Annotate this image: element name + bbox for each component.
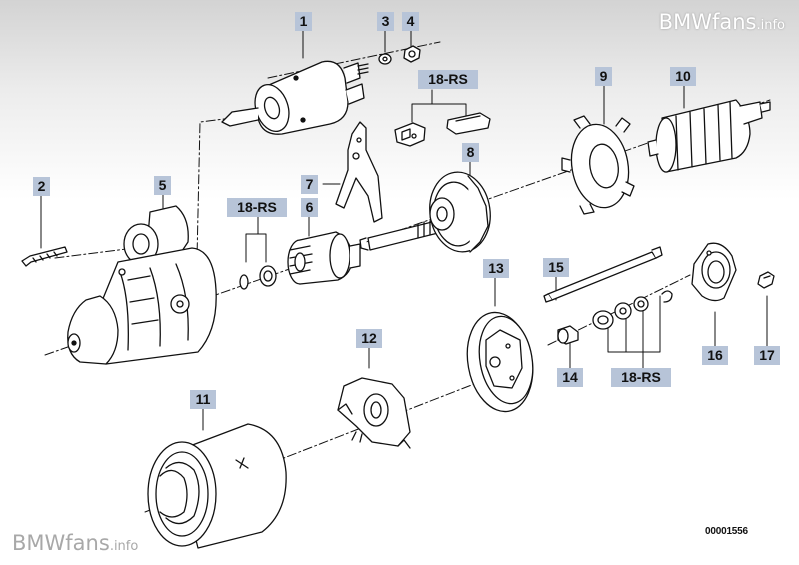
bolt-part [21, 246, 68, 267]
cap-part [691, 242, 737, 302]
callout-6: 6 [301, 198, 318, 217]
callout-10: 10 [670, 67, 696, 86]
brush-plate-part [561, 115, 635, 215]
washers-part [592, 290, 673, 330]
watermark-top-brand: BMWfans [658, 10, 757, 34]
callout-15: 15 [543, 258, 569, 277]
washer-nut-parts [378, 45, 421, 65]
fork-lever-part [335, 121, 383, 223]
callout-17: 17 [754, 346, 780, 365]
watermark-bottom-brand: BMWfans [12, 531, 110, 555]
callout-18rs-top: 18-RS [418, 70, 478, 89]
callout-5: 5 [154, 176, 171, 195]
small-contacts-part [394, 112, 491, 147]
screw-part [757, 271, 775, 289]
drive-housing-part [67, 205, 217, 365]
armature-part [647, 99, 771, 173]
callout-11: 11 [190, 390, 216, 409]
solenoid-switch-part [221, 60, 369, 135]
pinion-clutch-part [239, 231, 361, 290]
callout-12: 12 [356, 329, 382, 348]
callout-7: 7 [301, 175, 318, 194]
intermediate-bearing-part [429, 171, 491, 253]
callout-2: 2 [33, 177, 50, 196]
drawing-code: 00001556 [705, 526, 748, 537]
callout-9: 9 [595, 67, 612, 86]
callout-4: 4 [402, 12, 419, 31]
callout-18rs-bottom: 18-RS [611, 368, 671, 387]
callout-16: 16 [702, 346, 728, 365]
watermark-bottom: BMWfans.info [12, 531, 138, 555]
callout-18rs-left: 18-RS [227, 198, 287, 217]
callout-13: 13 [483, 259, 509, 278]
watermark-bottom-suffix: .info [109, 539, 139, 554]
watermark-top-suffix: .info [756, 18, 785, 33]
armature-shaft-part [359, 219, 443, 251]
brush-holder-part [337, 377, 411, 449]
callout-8: 8 [462, 143, 479, 162]
through-bolt-part [543, 246, 663, 303]
field-housing-part [147, 423, 287, 549]
callout-1: 1 [295, 12, 312, 31]
bushing-part [557, 325, 579, 345]
end-shield-part [466, 311, 534, 413]
callout-14: 14 [557, 368, 583, 387]
callout-3: 3 [377, 12, 394, 31]
watermark-top: BMWfans.info [659, 10, 785, 34]
